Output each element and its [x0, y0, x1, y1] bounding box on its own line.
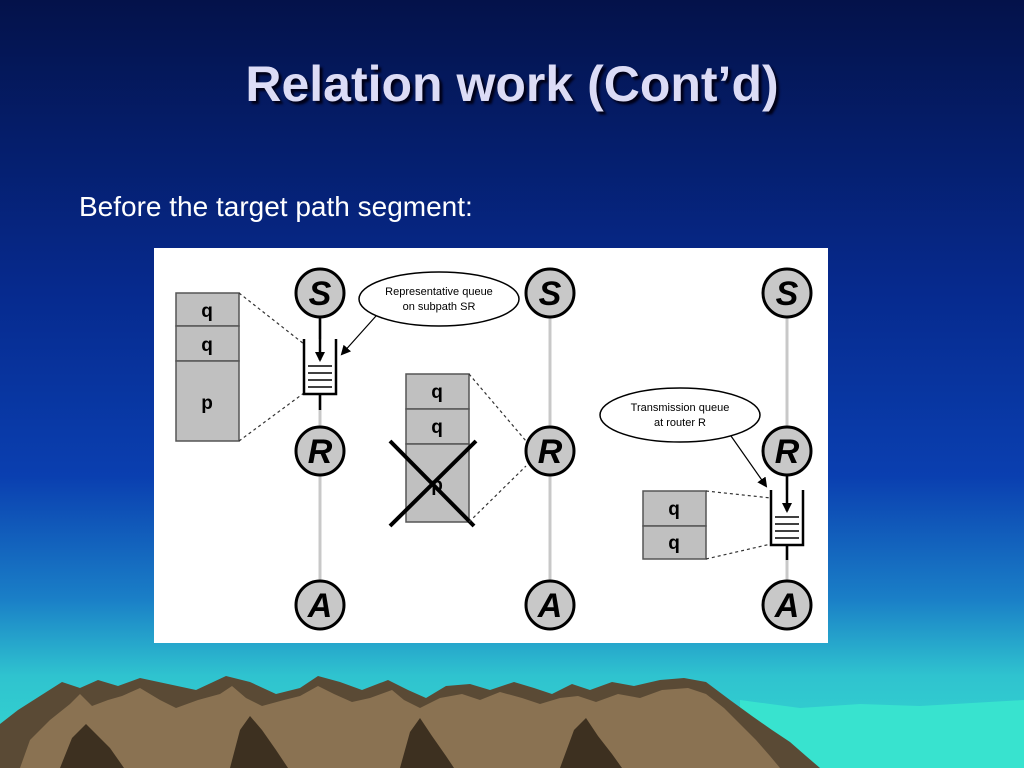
queue-diagram: q q p S: [154, 248, 828, 643]
packet-box: [405, 408, 470, 445]
node-source: S: [761, 267, 813, 319]
callout-text: Representative queue: [385, 286, 493, 298]
dashed-leader: [468, 465, 527, 523]
packet-stack-right: q q: [642, 490, 707, 560]
callout-transmission-queue: Transmission queue at router R: [599, 387, 761, 443]
dashed-leader: [705, 490, 772, 499]
packet-label: q: [668, 533, 680, 554]
packet-label: p: [201, 393, 213, 414]
packet-label: q: [201, 301, 213, 322]
packet-stack-left: q q p: [175, 292, 240, 442]
dashed-leader: [238, 392, 305, 442]
packet-label: q: [668, 499, 680, 520]
packet-label: q: [431, 417, 443, 438]
node-label: R: [308, 433, 333, 471]
node-label: A: [537, 587, 563, 625]
callout-arrow: [340, 315, 377, 356]
packet-box: [405, 373, 470, 410]
cross-out-mark: [388, 439, 478, 528]
callout-text: Transmission queue: [631, 402, 730, 414]
node-router: R: [294, 425, 346, 477]
packet-label: q: [431, 382, 443, 403]
mountain-landscape: [0, 676, 1024, 768]
node-destination: A: [761, 579, 813, 631]
node-label: S: [309, 275, 332, 313]
node-label: R: [775, 433, 800, 471]
node-source: S: [524, 267, 576, 319]
dashed-leader: [468, 373, 527, 442]
packet-box: [175, 325, 240, 362]
slide-subtitle: Before the target path segment:: [79, 191, 473, 222]
dashed-leader: [238, 292, 305, 345]
node-label: A: [774, 587, 800, 625]
node-label: S: [776, 275, 799, 313]
node-label: R: [538, 433, 563, 471]
node-router: R: [524, 425, 576, 477]
queue-diagram-svg: q q p S: [175, 267, 813, 631]
slide-title: Relation work (Cont’d): [245, 56, 779, 112]
node-destination: A: [294, 579, 346, 631]
node-label: S: [539, 275, 562, 313]
callout-arrow: [730, 435, 768, 488]
packet-box: [642, 525, 707, 560]
node-router: R: [761, 425, 813, 477]
node-source: S: [294, 267, 346, 319]
node-destination: A: [524, 579, 576, 631]
callout-text: at router R: [654, 417, 706, 429]
node-label: A: [307, 587, 333, 625]
packet-label: q: [201, 335, 213, 356]
callout-representative-queue: Representative queue on subpath SR: [358, 271, 520, 327]
packet-label: p: [431, 475, 443, 496]
dashed-leader: [705, 543, 772, 560]
packet-box: [175, 360, 240, 442]
callout-text: on subpath SR: [403, 301, 476, 313]
